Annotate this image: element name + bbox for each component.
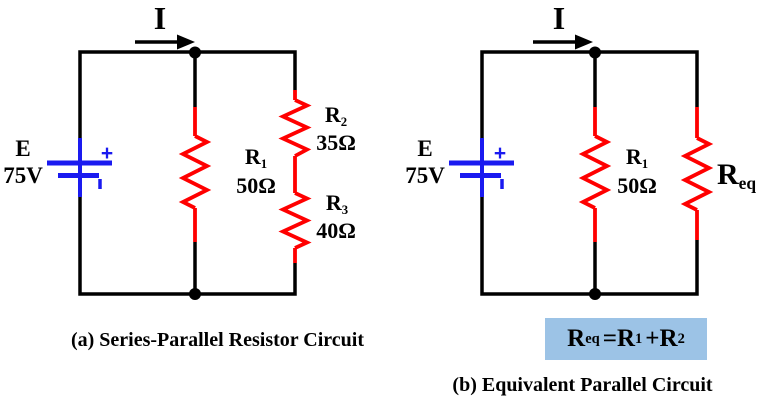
r1-base: R <box>244 144 261 169</box>
req-label: Req <box>717 158 768 194</box>
r3-base: R <box>325 190 342 215</box>
r1b-base: R <box>625 144 642 169</box>
resistor-r1-zigzag <box>178 134 212 210</box>
battery-plus-sign-a: + <box>100 142 114 165</box>
r2-sub: 2 <box>340 114 348 129</box>
formula-t2-sub: 2 <box>677 330 685 347</box>
current-arrow-b <box>533 34 593 50</box>
circuit-a-black-wires <box>78 50 297 296</box>
current-label-a: I <box>153 0 167 36</box>
req-base: R <box>717 158 739 191</box>
current-arrow-a <box>135 34 195 50</box>
formula-t2-base: R <box>659 325 678 352</box>
source-name-a: E <box>15 136 31 161</box>
r2-base: R <box>324 102 341 127</box>
arrowhead <box>575 34 593 50</box>
formula-equals: = <box>602 325 617 352</box>
arrowhead <box>177 34 195 50</box>
r3-sub: 3 <box>341 202 349 217</box>
r1b-sub: 1 <box>641 156 649 171</box>
node-dot <box>589 288 601 300</box>
r3-label: R3 <box>312 191 362 217</box>
resistor-r2-zigzag <box>278 98 312 158</box>
r1-sub: 1 <box>260 156 268 171</box>
node-dot <box>589 46 601 59</box>
current-label-b: I <box>552 0 566 36</box>
resistor-r1b-zigzag <box>578 134 612 210</box>
r2-value: 35Ω <box>316 130 356 155</box>
formula-lhs-sub: eq <box>585 330 600 347</box>
node-dot <box>189 288 201 300</box>
circuit-a-resistor-wires <box>178 90 312 263</box>
r1-value-b: 50Ω <box>617 173 657 198</box>
req-sub: eq <box>738 173 757 194</box>
formula-lhs-base: R <box>567 325 586 352</box>
formula-t1-sub: 1 <box>635 330 643 347</box>
battery-plus-sign-b: + <box>493 142 507 165</box>
resistor-r3-zigzag <box>278 191 312 250</box>
caption-a: (a) Series-Parallel Resistor Circuit <box>70 329 365 351</box>
r1-value-a: 50Ω <box>236 173 276 198</box>
battery-symbol-a <box>47 138 112 197</box>
source-value-a: 75V <box>3 163 43 188</box>
source-value-b: 75V <box>405 163 445 188</box>
caption-b: (b) Equivalent Parallel Circuit <box>452 374 713 396</box>
node-dot <box>189 46 201 59</box>
r1-label-a: R1 <box>225 145 287 171</box>
battery-symbol-b <box>449 138 514 197</box>
formula-t1-base: R <box>616 325 636 352</box>
r1-label-b: R1 <box>606 145 668 171</box>
circuit-b-resistor-wires <box>578 107 714 242</box>
r2-label: R2 <box>311 103 361 129</box>
r3-value: 40Ω <box>316 218 356 243</box>
resistor-req-zigzag <box>680 136 714 212</box>
formula-plus: + <box>645 325 660 352</box>
source-name-b: E <box>417 136 433 161</box>
